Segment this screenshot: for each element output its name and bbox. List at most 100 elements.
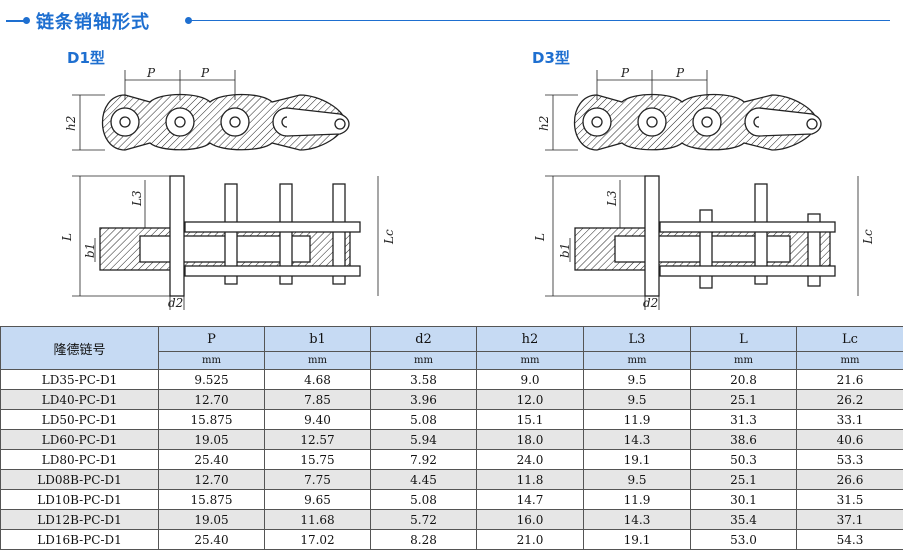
d1-label-d2: d2 (168, 296, 183, 310)
d1-pin-2 (224, 183, 238, 285)
cell-h2: 16.0 (476, 509, 584, 530)
cell-l: 31.3 (690, 409, 797, 430)
cell-l: 20.8 (690, 369, 797, 390)
cell-h2: 21.0 (476, 529, 584, 550)
cell-b1: 7.75 (264, 469, 371, 490)
d3-top-view: L b1 L3 Lc d2 (533, 175, 875, 310)
d3-label-h2: h2 (537, 116, 551, 131)
cell-lc: 40.6 (796, 429, 903, 450)
cell-h2: 14.7 (476, 489, 584, 510)
cell-b1: 7.85 (264, 389, 371, 410)
d1-label-p-1: P (146, 66, 156, 80)
cell-b1: 9.65 (264, 489, 371, 510)
type-label-d1: D1型 (67, 49, 105, 67)
d3-pin-1 (644, 175, 660, 297)
cell-l3: 9.5 (583, 389, 691, 410)
cell-d2: 4.45 (370, 469, 477, 490)
cell-h2: 15.1 (476, 409, 584, 430)
d3-label-p-1: P (620, 66, 630, 80)
cell-model: LD35-PC-D1 (0, 369, 159, 390)
header-model: 隆德链号 (0, 326, 159, 370)
cell-l: 25.1 (690, 389, 797, 410)
cell-d2: 5.08 (370, 489, 477, 510)
d1-label-lc: Lc (382, 229, 396, 245)
cell-l: 53.0 (690, 529, 797, 550)
unit-cell: mm (264, 351, 371, 370)
header-h2: h2 (476, 326, 584, 352)
cell-d2: 5.94 (370, 429, 477, 450)
cell-l3: 14.3 (583, 429, 691, 450)
cell-l: 25.1 (690, 469, 797, 490)
cell-lc: 33.1 (796, 409, 903, 430)
table-row: LD40-PC-D1 12.70 7.85 3.96 12.0 9.5 25.1… (0, 389, 903, 410)
cell-p: 15.875 (158, 409, 265, 430)
cell-lc: 21.6 (796, 369, 903, 390)
d3-label-p-2: P (675, 66, 685, 80)
cell-p: 25.40 (158, 449, 265, 470)
unit-cell: mm (476, 351, 584, 370)
table-row: LD16B-PC-D1 25.40 17.02 8.28 21.0 19.1 5… (0, 529, 903, 550)
d3-label-l3: L3 (605, 190, 619, 207)
d1-pin-1 (169, 175, 185, 297)
header-p: P (158, 326, 265, 352)
d1-cranked-link (286, 107, 350, 137)
d1-pin-4 (332, 183, 346, 285)
table-row: LD12B-PC-D1 19.05 11.68 5.72 16.0 14.3 3… (0, 509, 903, 530)
unit-cell: mm (370, 351, 477, 370)
cell-b1: 4.68 (264, 369, 371, 390)
d3-label-l: L (533, 233, 547, 242)
d1-pin-3 (279, 183, 293, 285)
cell-b1: 15.75 (264, 449, 371, 470)
cell-l3: 14.3 (583, 509, 691, 530)
type-label-d3: D3型 (532, 49, 570, 67)
cell-d2: 5.08 (370, 409, 477, 430)
unit-cell: mm (796, 351, 903, 370)
cell-model: LD80-PC-D1 (0, 449, 159, 470)
cell-p: 25.40 (158, 529, 265, 550)
header-d2: d2 (370, 326, 477, 352)
header-l: L (690, 326, 797, 352)
cell-h2: 24.0 (476, 449, 584, 470)
cell-l3: 19.1 (583, 529, 691, 550)
section-title: 链条销轴形式 (36, 12, 150, 33)
cell-l3: 19.1 (583, 449, 691, 470)
cell-model: LD12B-PC-D1 (0, 509, 159, 530)
d1-label-p-2: P (200, 66, 210, 80)
cell-h2: 11.8 (476, 469, 584, 490)
cell-p: 12.70 (158, 389, 265, 410)
cell-h2: 18.0 (476, 429, 584, 450)
header-rule-left (6, 20, 24, 22)
d1-label-l3: L3 (130, 190, 144, 207)
d3-label-b1: b1 (558, 243, 572, 258)
unit-cell: mm (690, 351, 797, 370)
cell-d2: 3.58 (370, 369, 477, 390)
cell-p: 9.525 (158, 369, 265, 390)
table-row: LD08B-PC-D1 12.70 7.75 4.45 11.8 9.5 25.… (0, 469, 903, 490)
cell-model: LD50-PC-D1 (0, 409, 159, 430)
chain-drawings: P P h2 L b1 L3 Lc d2 (60, 66, 875, 310)
d1-side-view: P P h2 (64, 66, 350, 151)
cell-l: 30.1 (690, 489, 797, 510)
cell-model: LD40-PC-D1 (0, 389, 159, 410)
d1-label-b1: b1 (83, 243, 97, 258)
cell-p: 19.05 (158, 429, 265, 450)
d3-pin-3 (754, 183, 768, 285)
cell-l3: 9.5 (583, 469, 691, 490)
d1-top-view: L b1 L3 Lc d2 (60, 175, 396, 310)
cell-b1: 9.40 (264, 409, 371, 430)
cell-l3: 9.5 (583, 369, 691, 390)
d3-label-lc: Lc (861, 229, 875, 245)
cell-lc: 31.5 (796, 489, 903, 510)
cell-model: LD60-PC-D1 (0, 429, 159, 450)
header-l3: L3 (583, 326, 691, 352)
header-lc: Lc (796, 326, 903, 352)
cell-lc: 26.6 (796, 469, 903, 490)
cell-p: 15.875 (158, 489, 265, 510)
d1-label-l: L (60, 233, 74, 242)
header-dot-right (185, 17, 192, 24)
unit-cell: mm (583, 351, 691, 370)
cell-p: 19.05 (158, 509, 265, 530)
cell-model: LD16B-PC-D1 (0, 529, 159, 550)
header-b1: b1 (264, 326, 371, 352)
table-row: LD50-PC-D1 15.875 9.40 5.08 15.1 11.9 31… (0, 409, 903, 430)
